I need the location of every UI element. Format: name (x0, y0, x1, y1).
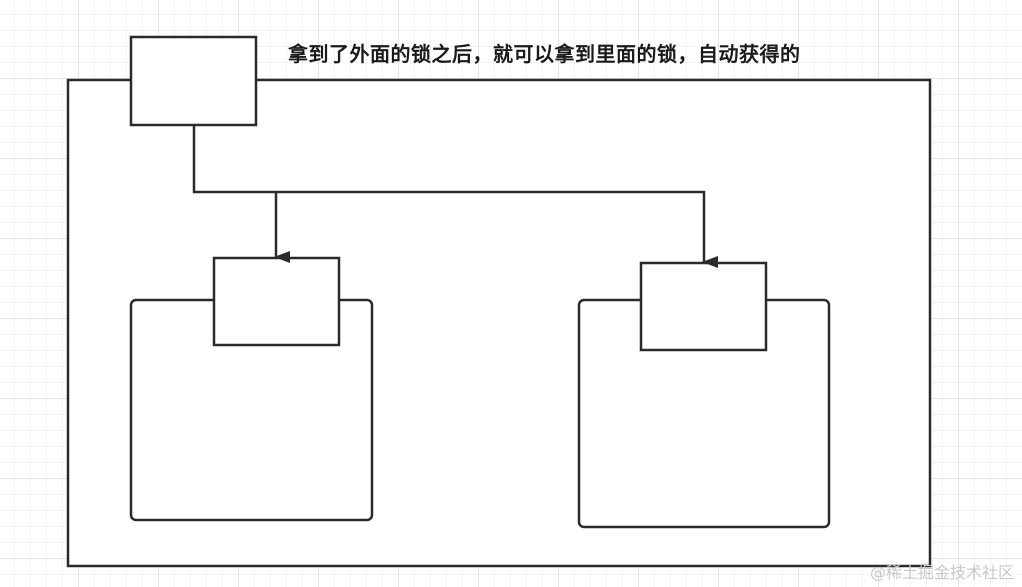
outer-lock-box (129, 35, 258, 127)
connector-trunk (192, 125, 276, 194)
arrow-to-right-lock (276, 190, 718, 268)
diagram-caption: 拿到了外面的锁之后，就可以拿到里面的锁，自动获得的 (288, 42, 801, 66)
watermark-text: @稀土掘金技术社区 (869, 563, 1014, 582)
left-inner-lock-box (212, 256, 341, 347)
right-inner-lock-box (639, 261, 768, 352)
